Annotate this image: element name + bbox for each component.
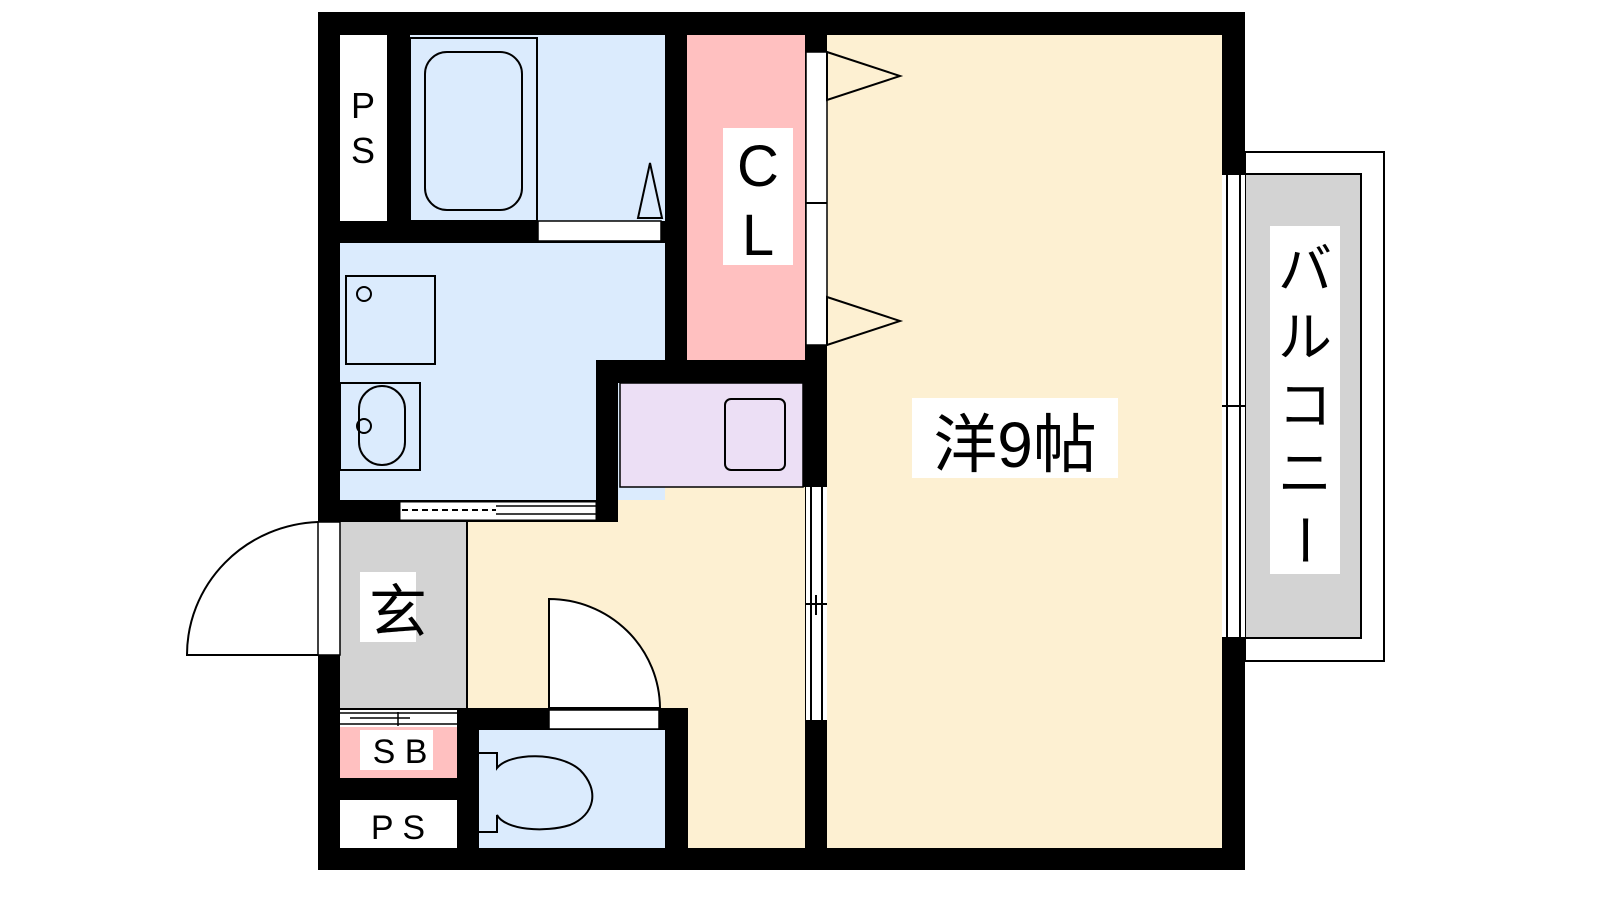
shoe-box-label: S B (373, 733, 428, 771)
closet-label-l: L (742, 203, 774, 268)
entrance-door[interactable] (185, 521, 341, 656)
bathroom-door[interactable] (537, 220, 662, 242)
balcony-label-4: ニ (1278, 444, 1332, 504)
shoe-box-door[interactable] (340, 710, 457, 727)
balcony-label-5: ー (1273, 513, 1333, 567)
toilet-room (479, 730, 665, 848)
refrigerator-icon (724, 398, 786, 471)
washing-machine-icon (345, 275, 436, 365)
sink-icon (339, 382, 421, 471)
closet-label-c: C (737, 134, 779, 199)
bathtub (409, 37, 538, 222)
ps-bottom-label: P S (371, 809, 425, 847)
room-sliding-door[interactable] (806, 487, 827, 720)
ps-bottom (340, 800, 457, 848)
ps-top-label-s: S (351, 130, 375, 171)
balcony: バ ル コ ニ ー (1244, 151, 1385, 662)
balcony-label-2: ル (1278, 308, 1332, 368)
balcony-window[interactable] (1222, 175, 1245, 637)
closet-doors[interactable] (805, 50, 904, 347)
ps-top (340, 35, 387, 221)
toilet-door[interactable] (548, 597, 662, 730)
door-stop-icon (636, 162, 664, 219)
washroom-sliding-door[interactable] (399, 501, 597, 521)
main-room-label: 洋9帖 (933, 409, 1097, 481)
toilet-icon (479, 752, 594, 833)
balcony-label-3: コ (1278, 376, 1332, 436)
entrance-label: 玄 (369, 580, 427, 645)
balcony-label-1: バ (1278, 240, 1332, 300)
ps-top-label-p: P (351, 85, 375, 126)
